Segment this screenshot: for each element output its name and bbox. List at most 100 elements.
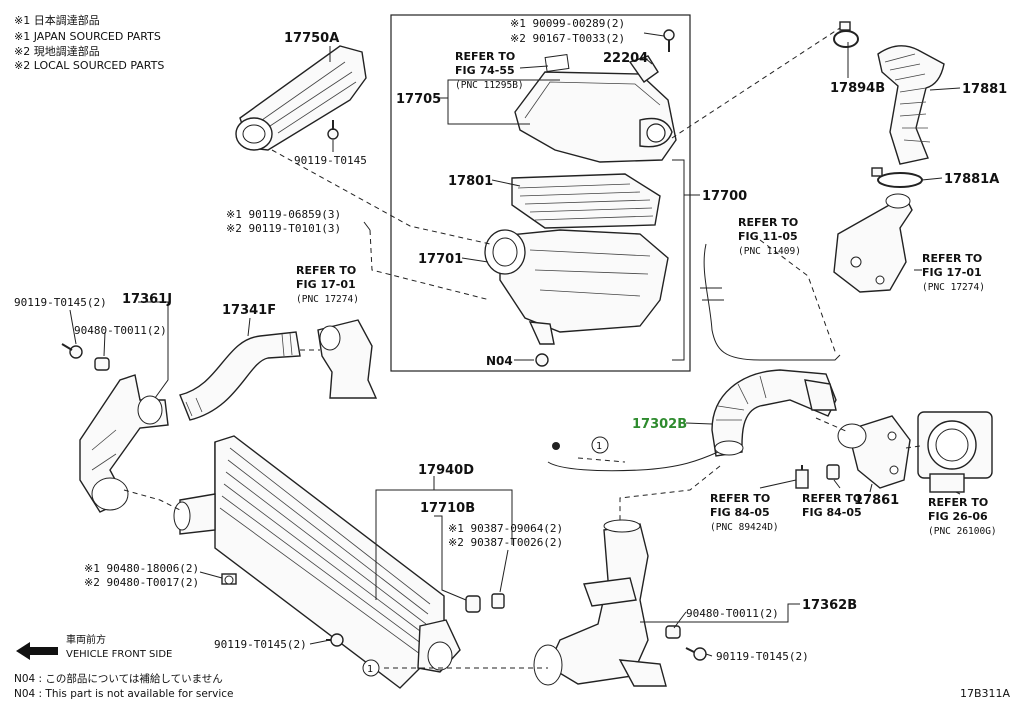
refer-17-01-left-line1[interactable]: REFER TO	[296, 264, 356, 277]
label-90480-T0011-a[interactable]: 90480-T0011(2)	[74, 324, 167, 337]
label-90167-T0033[interactable]: ※2 90167-T0033(2)	[510, 32, 625, 45]
label-17302B[interactable]: 17302B	[632, 417, 687, 432]
label-17940D[interactable]: 17940D	[418, 463, 474, 478]
bolt-90099[interactable]	[663, 29, 675, 52]
left-arrow-icon	[16, 642, 58, 660]
label-17361J[interactable]: 17361J	[122, 292, 172, 307]
ref-circle-1-a[interactable]: 1	[591, 436, 609, 454]
label-90119-T0101[interactable]: ※2 90119-T0101(3)	[226, 222, 341, 235]
direction-jp: 車両前方	[66, 633, 106, 646]
label-N04[interactable]: N04	[486, 354, 513, 368]
refer-84-05-b-line1[interactable]: REFER TO	[802, 492, 862, 505]
label-17701[interactable]: 17701	[418, 252, 463, 267]
ring-84-05[interactable]	[826, 464, 840, 480]
throttle-adapter-17861[interactable]	[837, 415, 911, 489]
label-17894B[interactable]: 17894B	[830, 81, 885, 96]
bolt-90119-T0145-d[interactable]	[685, 647, 707, 661]
footer-n04-jp: N04 : この部品については補給していません	[14, 672, 223, 685]
pipe-17362B[interactable]	[533, 519, 667, 687]
throttle-adapter-right[interactable]	[833, 193, 913, 293]
pipe-refer-17-01-left[interactable]	[317, 319, 378, 399]
refer-84-05-a-line2[interactable]: FIG 84-05	[710, 506, 770, 519]
refer-84-05-b-line2[interactable]: FIG 84-05	[802, 506, 862, 519]
label-17700[interactable]: 17700	[702, 189, 747, 204]
label-90387-09064[interactable]: ※1 90387-09064(2)	[448, 522, 563, 535]
refer-11-05-line3: (PNC 11409)	[738, 246, 801, 257]
plug-90480-18006[interactable]	[221, 573, 237, 585]
refer-17-01-right-line1[interactable]: REFER TO	[922, 252, 982, 265]
label-17881[interactable]: 17881	[962, 82, 1007, 97]
intercooler-17940D[interactable]	[173, 435, 461, 689]
label-22204[interactable]: 22204	[603, 51, 648, 66]
refer-84-05-a-line1[interactable]: REFER TO	[710, 492, 770, 505]
hose-17881[interactable]	[877, 45, 945, 165]
label-17881A[interactable]: 17881A	[944, 172, 999, 187]
refer-26-06-line1[interactable]: REFER TO	[928, 496, 988, 509]
refer-74-55-line2[interactable]: FIG 74-55	[455, 64, 515, 77]
label-90480-T0017[interactable]: ※2 90480-T0017(2)	[84, 576, 199, 589]
nut-90387[interactable]	[465, 593, 505, 613]
refer-17-01-right-line2[interactable]: FIG 17-01	[922, 266, 982, 279]
label-17750A[interactable]: 17750A	[284, 31, 339, 46]
leader-lines	[69, 32, 961, 657]
dashed-lines	[123, 27, 921, 669]
label-90119-T0145-d[interactable]: 90119-T0145(2)	[716, 650, 809, 663]
refer-74-55-line1[interactable]: REFER TO	[455, 50, 515, 63]
hose-17302B[interactable]	[711, 369, 837, 457]
refer-17-01-left-line2[interactable]: FIG 17-01	[296, 278, 356, 291]
label-90099-00289[interactable]: ※1 90099-00289(2)	[510, 17, 625, 30]
legend: ※1 日本調達部品 ※1 JAPAN SOURCED PARTS ※2 現地調達…	[14, 13, 164, 72]
refer-11-05-line1[interactable]: REFER TO	[738, 216, 798, 229]
label-17710B[interactable]: 17710B	[420, 501, 475, 516]
sensor-89424D[interactable]	[795, 465, 809, 489]
label-90119-T0145-b[interactable]: 90119-T0145(2)	[14, 296, 107, 309]
circle-1-a-text: 1	[596, 441, 602, 452]
refer-17-01-right-line3: (PNC 17274)	[922, 282, 985, 293]
bolt-90119-T0145-b[interactable]	[61, 343, 83, 359]
air-cleaner-cap-17705[interactable]	[514, 53, 677, 163]
air-filter-17801[interactable]	[511, 173, 661, 229]
label-17705[interactable]: 17705	[396, 92, 441, 107]
vehicle-front-indicator: 車両前方 VEHICLE FRONT SIDE	[16, 633, 172, 660]
refer-11-05-line2[interactable]: FIG 11-05	[738, 230, 798, 243]
label-17341F[interactable]: 17341F	[222, 303, 276, 318]
legend-line3: ※2 現地調達部品	[14, 44, 100, 58]
refer-84-05-a-line3: (PNC 89424D)	[710, 522, 779, 533]
throttle-body-26100G[interactable]	[917, 411, 993, 493]
nut-90480-T0011-a[interactable]	[94, 357, 110, 371]
part-labels: 17750A 90119-T0145 ※1 90099-00289(2) ※2 …	[14, 17, 1007, 663]
legend-line4: ※2 LOCAL SOURCED PARTS	[14, 59, 164, 72]
clamp-17881A[interactable]	[871, 167, 923, 188]
clamp-17894B[interactable]	[833, 21, 859, 48]
label-90119-T0145-a[interactable]: 90119-T0145	[294, 154, 367, 167]
refer-74-55-line3: (PNC 11295B)	[455, 80, 524, 91]
label-90480-T0011-b[interactable]: 90480-T0011(2)	[686, 607, 779, 620]
label-90119-06859[interactable]: ※1 90119-06859(3)	[226, 208, 341, 221]
refer-26-06-line3: (PNC 26100G)	[928, 526, 997, 537]
label-17362B[interactable]: 17362B	[802, 598, 857, 613]
footer: N04 : この部品については補給していません N04 : This part …	[14, 672, 1011, 700]
ref-circle-1-b[interactable]: 1	[362, 659, 380, 677]
refer-17-01-left-line3: (PNC 17274)	[296, 294, 359, 305]
legend-line1: ※1 日本調達部品	[14, 13, 100, 27]
direction-en: VEHICLE FRONT SIDE	[66, 649, 172, 660]
label-90387-T0026[interactable]: ※2 90387-T0026(2)	[448, 536, 563, 549]
circle-1-b-text: 1	[367, 664, 373, 675]
sensor-wire	[547, 442, 719, 472]
air-cleaner-frame	[390, 14, 691, 372]
refer-26-06-line2[interactable]: FIG 26-06	[928, 510, 988, 523]
hose-17341F[interactable]	[179, 331, 301, 421]
label-17861[interactable]: 17861	[854, 493, 899, 508]
label-90480-18006[interactable]: ※1 90480-18006(2)	[84, 562, 199, 575]
bolt-90119-T0145-a[interactable]	[327, 120, 339, 140]
label-17801[interactable]: 17801	[448, 174, 493, 189]
air-cleaner-case-17701[interactable]	[484, 229, 669, 367]
label-90119-T0145-c[interactable]: 90119-T0145(2)	[214, 638, 307, 651]
vacuum-line	[700, 243, 841, 361]
nut-90480-T0011-b[interactable]	[665, 625, 681, 639]
footer-n04-en: N04 : This part is not available for ser…	[14, 688, 233, 700]
legend-line2: ※1 JAPAN SOURCED PARTS	[14, 30, 161, 43]
air-inlet-17750A[interactable]	[235, 45, 367, 151]
pipe-17361J[interactable]	[79, 374, 169, 513]
